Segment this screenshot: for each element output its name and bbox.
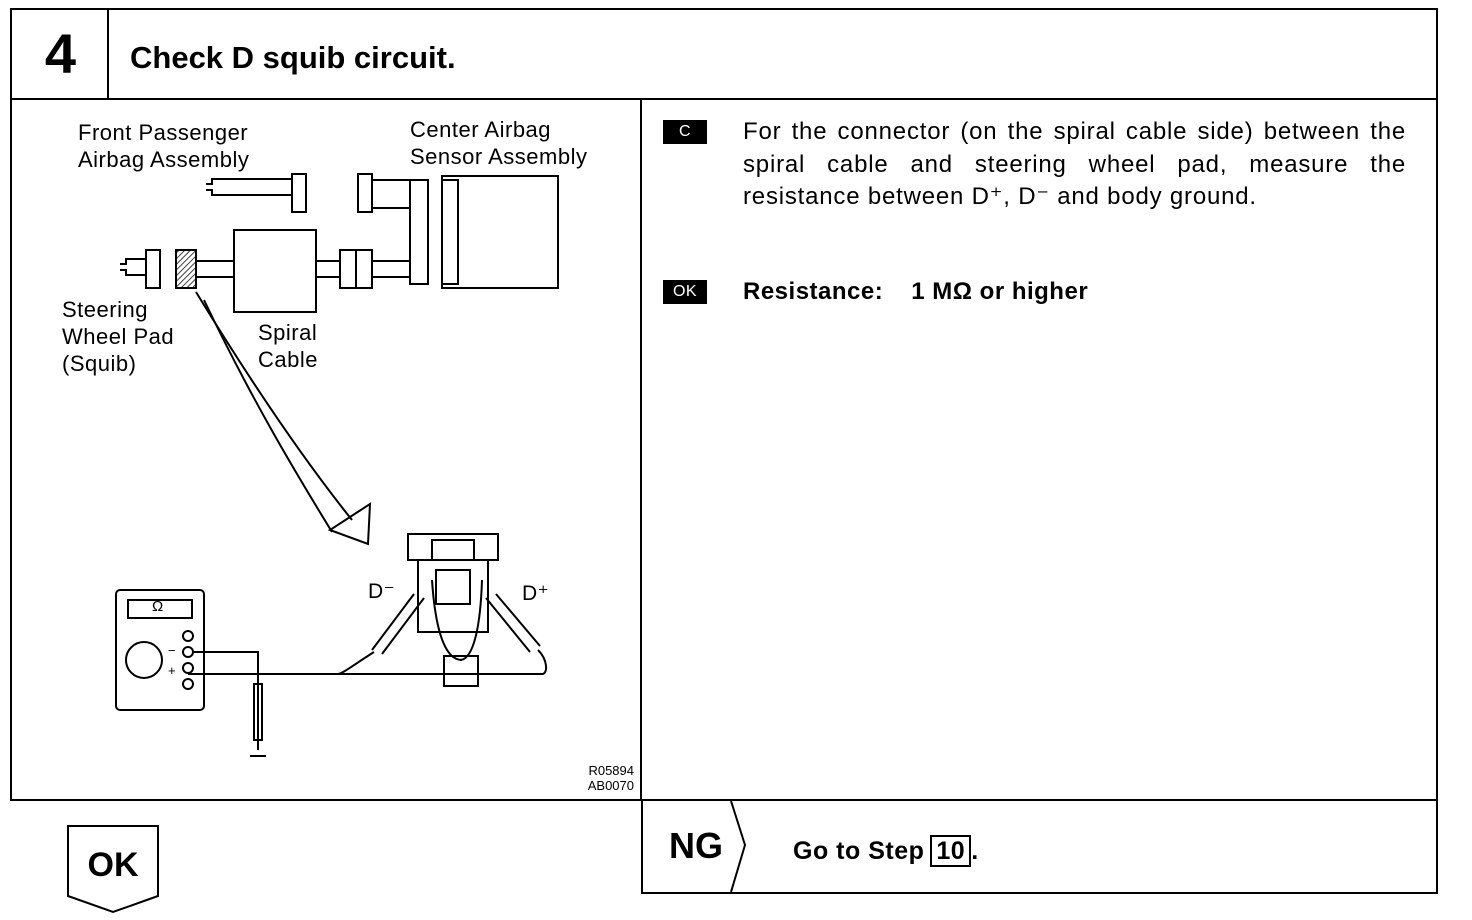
label-steering-2: Wheel Pad xyxy=(62,324,175,349)
ng-label: NG xyxy=(669,825,723,866)
figure-code-2: AB0070 xyxy=(587,778,634,793)
meter-minus-sign: − xyxy=(168,643,177,658)
ok-badge: OK xyxy=(66,824,160,914)
label-spiral-2: Cable xyxy=(258,347,318,372)
ohmmeter xyxy=(115,589,266,757)
ok-tag: OK xyxy=(663,280,707,304)
goto-step-number[interactable]: 10 xyxy=(930,835,972,867)
label-d-plus: D⁺ xyxy=(522,582,550,605)
label-steering-3: (Squib) xyxy=(62,351,137,376)
meter-plus-sign: + xyxy=(168,663,177,678)
goto-label: Go to Step xyxy=(793,837,925,865)
spec-label: Resistance: xyxy=(743,278,884,305)
ok-label: OK xyxy=(87,846,139,884)
step-number: 4 xyxy=(44,22,76,85)
connector-detail xyxy=(407,533,499,687)
figure-code-1: R05894 xyxy=(588,763,634,778)
step-content: Front Passenger Airbag Assembly Center A… xyxy=(10,98,1438,801)
label-center-sensor-2: Sensor Assembly xyxy=(410,144,588,169)
label-steering-1: Steering xyxy=(62,297,148,322)
condition-tag: C xyxy=(663,120,707,144)
spec-value: 1 MΩ or higher xyxy=(911,278,1089,305)
ng-chevron xyxy=(730,801,747,892)
wiring-diagram: Front Passenger Airbag Assembly Center A… xyxy=(12,100,640,799)
diagram-drawing xyxy=(115,173,559,757)
label-front-passenger-1: Front Passenger xyxy=(78,120,249,145)
front-passenger-connector xyxy=(206,173,307,213)
ok-badge-shape xyxy=(67,825,159,914)
sensor-connector xyxy=(357,173,429,285)
steering-pad-connector xyxy=(120,249,197,289)
label-center-sensor-1: Center Airbag xyxy=(410,117,552,142)
step-title: Check D squib circuit. xyxy=(130,40,456,75)
procedure-panel: C For the connector (on the spiral cable… xyxy=(642,100,1436,799)
goto-period: . xyxy=(971,837,979,865)
detail-arrow xyxy=(195,291,372,546)
label-spiral-1: Spiral xyxy=(258,320,318,345)
step-header: 4 Check D squib circuit. xyxy=(10,8,1438,100)
test-probes xyxy=(188,593,548,675)
column-divider xyxy=(640,100,642,799)
step-number-box: 4 xyxy=(12,10,109,98)
meter-ohm-symbol: Ω xyxy=(152,598,164,615)
spiral-cable xyxy=(196,229,410,313)
center-airbag-sensor xyxy=(441,175,559,289)
instruction-text: For the connector (on the spiral cable s… xyxy=(743,118,1406,210)
label-d-minus: D⁻ xyxy=(368,580,396,603)
resistance-spec: Resistance: 1 MΩ or higher xyxy=(743,278,1088,306)
label-front-passenger-2: Airbag Assembly xyxy=(78,147,250,172)
